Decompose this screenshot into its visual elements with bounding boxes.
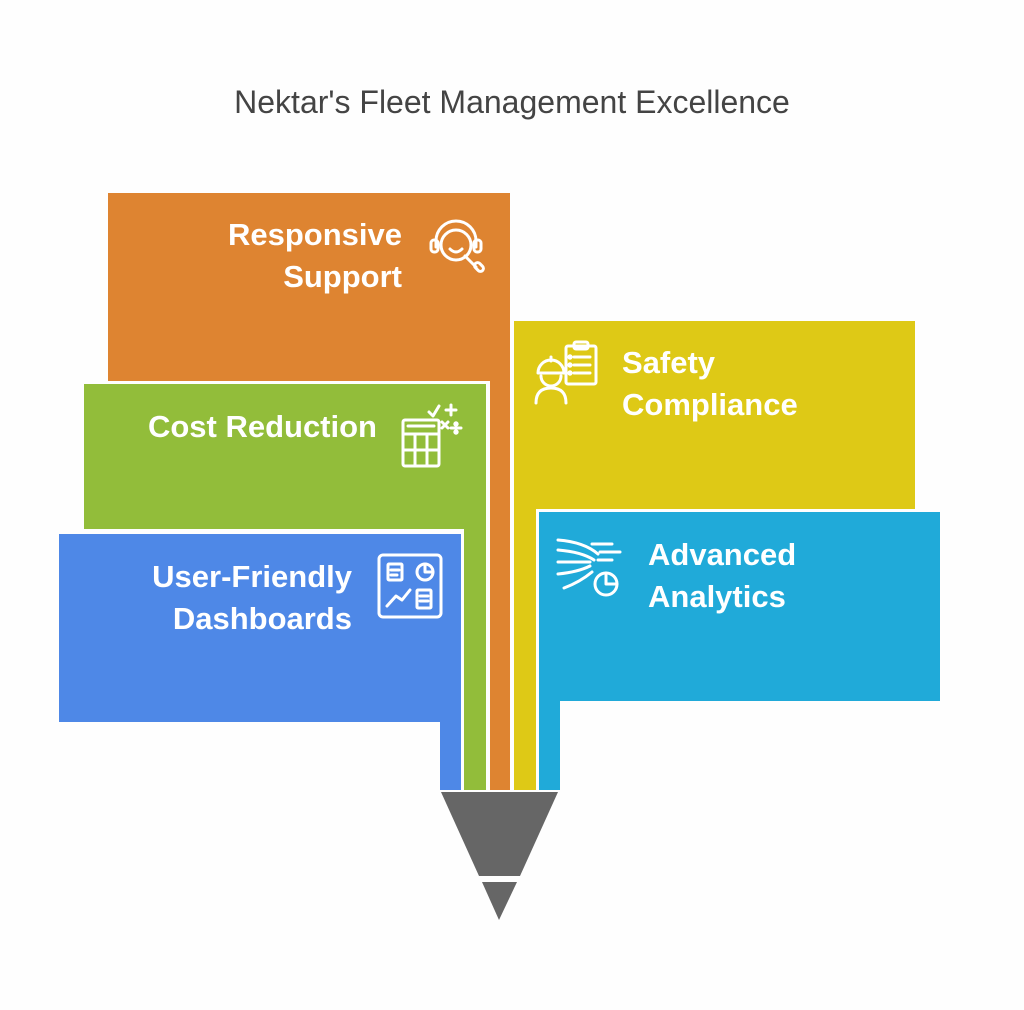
responsive-support-label: Responsive Support [227, 217, 402, 294]
user-friendly-dashboards-label: User-Friendly Dashboards [152, 559, 352, 636]
responsive-support-band [108, 193, 510, 790]
cost-reduction-band [84, 384, 486, 790]
advanced-analytics-band [539, 512, 940, 790]
calculator-icon [401, 403, 463, 468]
user-friendly-dashboards-band [59, 534, 461, 790]
data-flow-icon [556, 538, 622, 597]
headset-support-icon [429, 219, 485, 273]
pencil-tip [441, 792, 558, 876]
cost-reduction-label: Cost Reduction [147, 409, 377, 444]
diagram-title: Nektar's Fleet Management Excellence [234, 84, 790, 120]
safety-compliance-band [514, 321, 915, 790]
worker-checklist-icon [534, 340, 598, 405]
advanced-analytics-label: Advanced Analytics [648, 537, 797, 614]
dashboard-icon [377, 553, 443, 619]
pencil-point [482, 882, 517, 920]
safety-compliance-label: Safety Compliance [622, 345, 798, 422]
